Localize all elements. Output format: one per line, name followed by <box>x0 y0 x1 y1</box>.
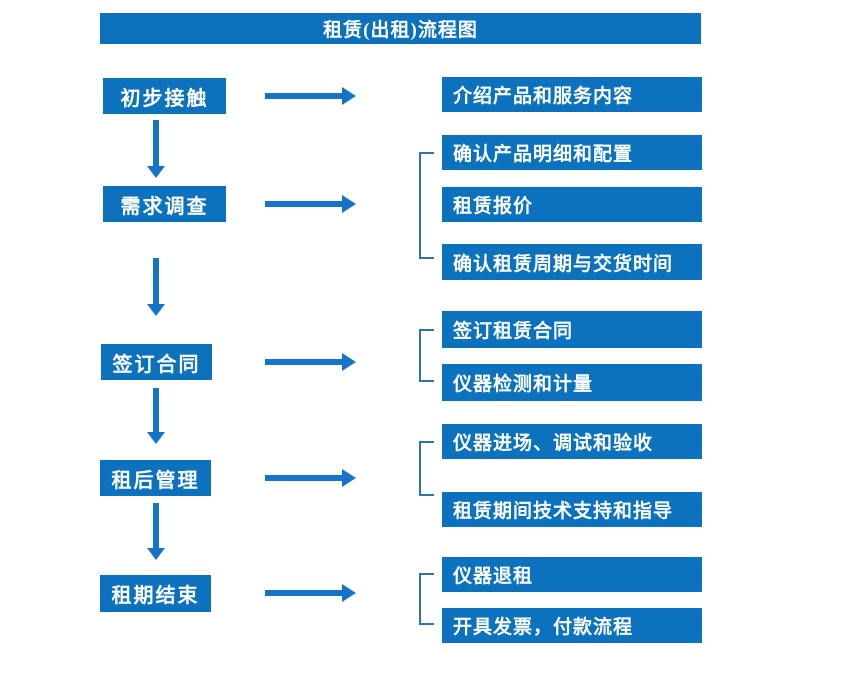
detail-box-intro-products-services: 介绍产品和服务内容 <box>442 77 702 112</box>
detail-box-confirm-product-config: 确认产品明细和配置 <box>442 135 702 170</box>
detail-box-rental-quote: 租赁报价 <box>442 187 702 222</box>
detail-box-confirm-period-delivery: 确认租赁周期与交货时间 <box>442 244 702 280</box>
arrow-down-icon-1 <box>147 120 165 178</box>
detail-box-instrument-testing: 仪器检测和计量 <box>442 364 702 401</box>
detail-box-instrument-return: 仪器退租 <box>442 557 702 592</box>
group-bracket-4 <box>419 573 434 625</box>
arrow-right-icon-4 <box>265 469 356 487</box>
step-box-lease-end: 租期结束 <box>100 575 211 612</box>
group-bracket-3 <box>419 441 434 496</box>
group-bracket-2 <box>419 329 434 382</box>
arrow-right-icon-2 <box>265 195 356 213</box>
group-bracket-1 <box>419 152 434 259</box>
step-box-initial-contact: 初步接触 <box>103 78 226 114</box>
step-box-demand-survey: 需求调查 <box>103 186 226 222</box>
detail-box-sign-rental-contract: 签订租赁合同 <box>442 311 702 348</box>
arrow-right-icon-5 <box>265 584 356 602</box>
detail-box-invoice-payment: 开具发票，付款流程 <box>442 608 702 643</box>
flowchart-title: 租赁(出租)流程图 <box>100 13 701 44</box>
detail-box-instrument-setup-acceptance: 仪器进场、调试和验收 <box>442 424 702 459</box>
arrow-down-icon-3 <box>147 388 165 444</box>
step-box-post-rental-management: 租后管理 <box>100 460 211 496</box>
arrow-right-icon-1 <box>265 87 356 105</box>
arrow-down-icon-2 <box>147 258 165 316</box>
arrow-down-icon-4 <box>147 503 165 560</box>
arrow-right-icon-3 <box>265 353 356 371</box>
detail-box-rental-tech-support: 租赁期间技术支持和指导 <box>442 492 702 527</box>
step-box-sign-contract: 签订合同 <box>101 344 212 380</box>
